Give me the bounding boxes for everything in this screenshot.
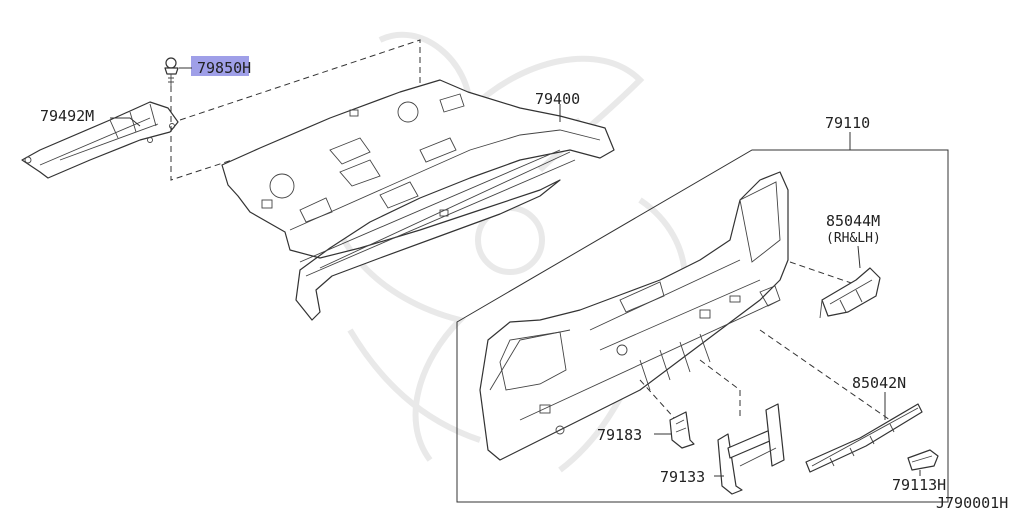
callout-79850H[interactable]: 79850H (197, 59, 251, 77)
reference-line-3 (789, 261, 861, 287)
callout-79400[interactable]: 79400 (535, 90, 580, 108)
callout-79133[interactable]: 79133 (660, 468, 705, 486)
part-85042N[interactable] (805, 392, 923, 473)
callout-85044M[interactable]: 85044M (826, 212, 880, 230)
part-79492M[interactable] (21, 101, 179, 179)
callout-79183[interactable]: 79183 (597, 426, 642, 444)
callout-79113H[interactable]: 79113H (892, 476, 946, 494)
assembly-frame-79110 (456, 149, 949, 503)
part-79183[interactable] (654, 411, 695, 449)
part-79133[interactable] (714, 403, 785, 495)
reference-line-6 (639, 379, 677, 421)
reference-line-5 (759, 329, 891, 421)
reference-line-4 (699, 359, 741, 420)
rear-panel[interactable] (479, 171, 789, 461)
callout-79492M[interactable]: 79492M (40, 107, 94, 125)
part-79400[interactable] (221, 79, 615, 321)
highlight-box (191, 56, 249, 76)
reference-line-2 (179, 39, 421, 121)
reference-line-1 (170, 86, 233, 181)
callout-85042N[interactable]: 85042N (852, 374, 906, 392)
part-85044M[interactable] (819, 245, 881, 319)
callout-79110[interactable]: 79110 (825, 114, 870, 132)
part-79113H[interactable] (907, 449, 939, 476)
drawing-id: J790001H (936, 494, 1008, 510)
clip-79850H[interactable] (164, 56, 249, 86)
callout-85044M-note: (RH&LH) (826, 231, 881, 246)
